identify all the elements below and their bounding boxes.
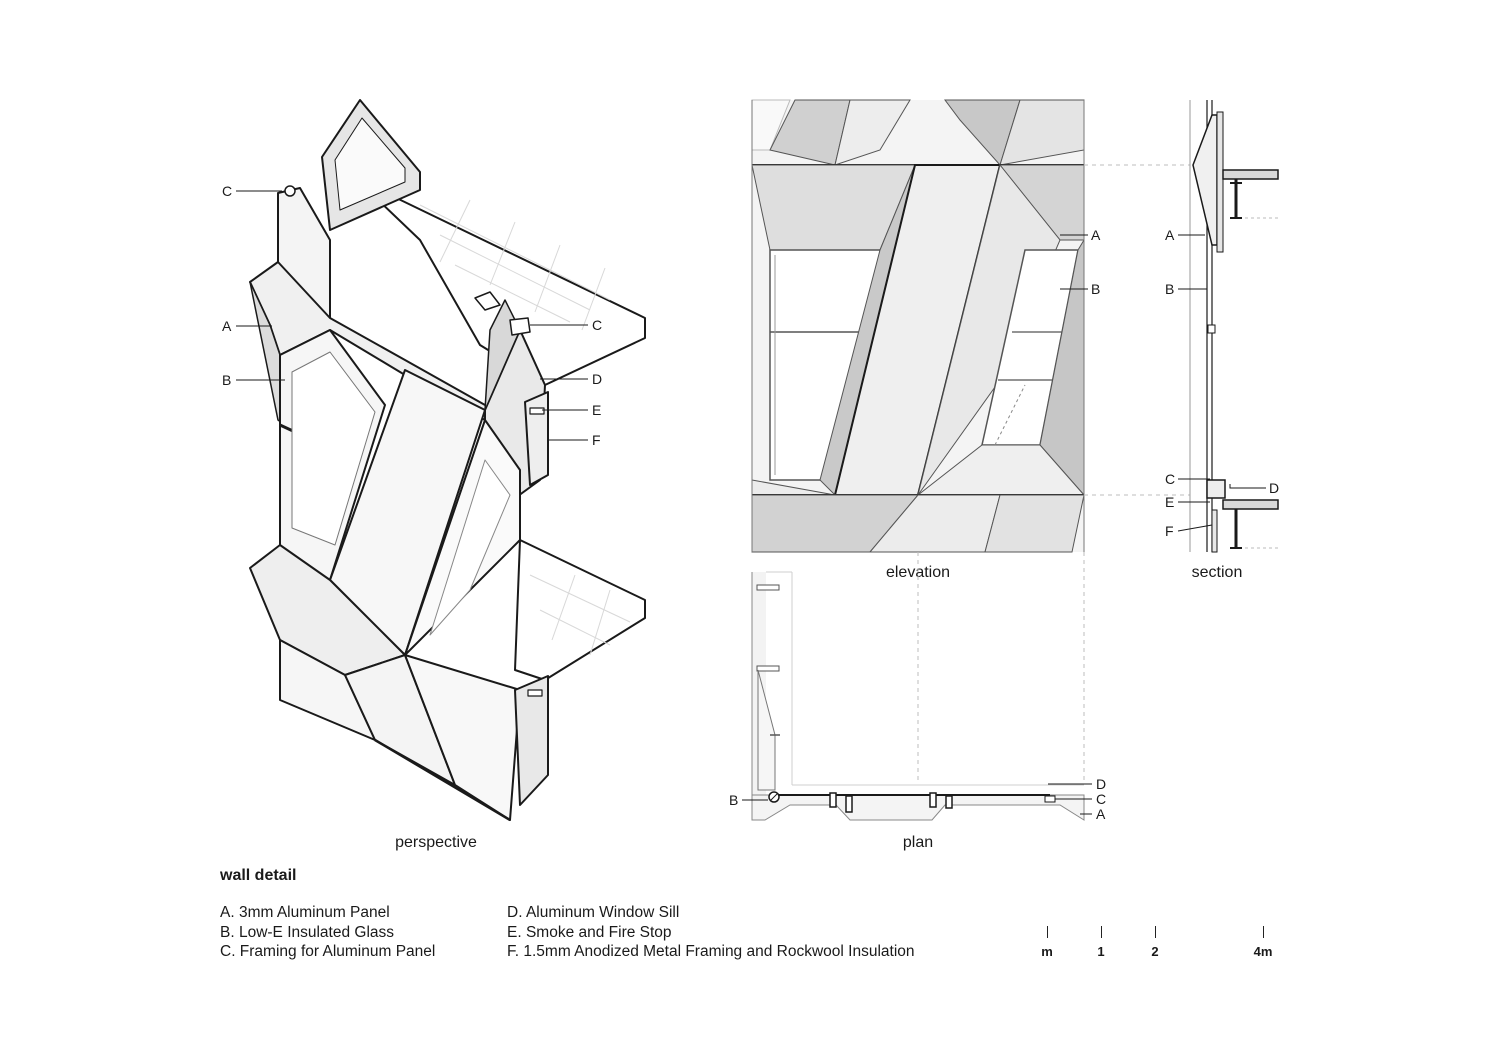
sect-label-e: E (1165, 494, 1174, 510)
scale-label-m: m (1041, 944, 1053, 959)
lower-floor-slab (514, 539, 646, 681)
caption-perspective: perspective (395, 834, 477, 851)
persp-label-b: B (222, 372, 231, 388)
section-panel-a-top (1192, 114, 1218, 246)
persp-label-c2: C (592, 317, 602, 333)
section-sill (1206, 479, 1226, 499)
scale-tick-2 (1155, 926, 1156, 938)
sect-label-b: B (1165, 281, 1174, 297)
persp-label-a: A (222, 318, 232, 334)
legend-column-2: D. Aluminum Window Sill E. Smoke and Fir… (507, 903, 915, 962)
persp-label-f: F (592, 432, 601, 448)
legend-item-d: D. Aluminum Window Sill (507, 904, 680, 921)
plan-label-b: B (729, 792, 738, 808)
sill-fire-stop (524, 391, 549, 486)
persp-label-c: C (222, 183, 232, 199)
scale-tick-1 (1101, 926, 1102, 938)
plan-label-c: C (1096, 791, 1106, 807)
legend-item-b: B. Low-E Insulated Glass (220, 923, 395, 941)
legend-item-a: A. 3mm Aluminum Panel (220, 904, 390, 921)
sect-label-c: C (1165, 471, 1175, 487)
section-slab-bottom (1222, 499, 1279, 510)
legend-item-f: F. 1.5mm Anodized Metal Framing and Rock… (507, 943, 915, 960)
scale-label-2: 2 (1151, 944, 1159, 959)
sect-label-d: D (1269, 480, 1279, 496)
drawing-title: wall detail (220, 867, 297, 884)
plan-label-a: A (1096, 806, 1106, 822)
persp-label-e: E (592, 402, 601, 418)
legend-item-e: E. Smoke and Fire Stop (507, 923, 672, 941)
section-view (1189, 100, 1279, 553)
legend-item-c: C. Framing for Aluminum Panel (220, 943, 436, 960)
sect-label-f: F (1165, 523, 1174, 539)
legend-column-1: A. 3mm Aluminum Panel B. Low-E Insulated… (220, 903, 435, 962)
elevation-view (751, 99, 1086, 553)
scale-bar: m 1 2 4m (1030, 926, 1290, 966)
elev-label-a: A (1091, 227, 1101, 243)
scale-tick-4 (1263, 926, 1264, 938)
caption-elevation: elevation (886, 564, 950, 581)
scale-tick-0 (1047, 926, 1048, 938)
caption-plan: plan (903, 834, 933, 851)
section-slab-top (1222, 169, 1279, 180)
sect-label-a: A (1165, 227, 1175, 243)
persp-label-d: D (592, 371, 602, 387)
scale-label-4m: 4m (1253, 944, 1273, 959)
caption-section: section (1192, 564, 1243, 581)
elev-label-b: B (1091, 281, 1100, 297)
top-glass (334, 117, 406, 211)
perspective-view (249, 99, 646, 822)
plan-view (751, 571, 1085, 821)
plan-label-d: D (1096, 776, 1106, 792)
scale-label-1: 1 (1097, 944, 1105, 959)
